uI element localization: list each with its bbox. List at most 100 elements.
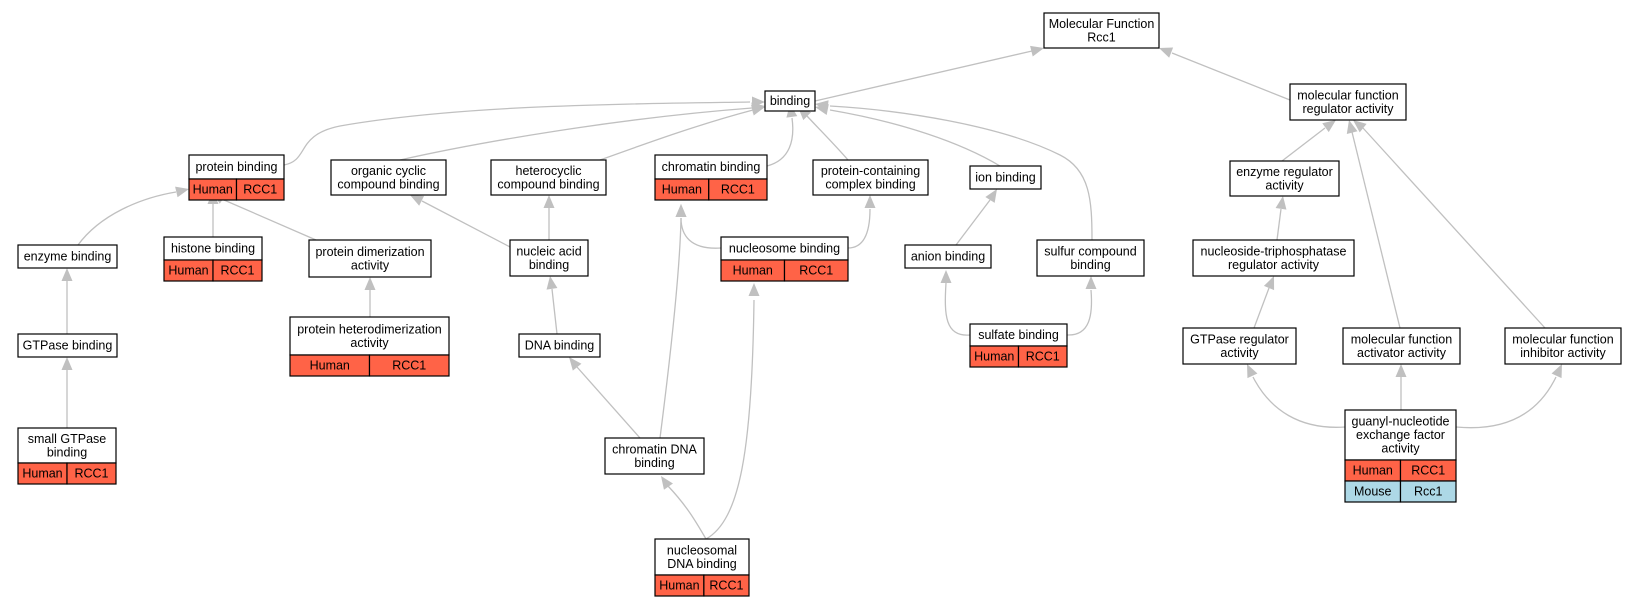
node-label-line: compound binding [337, 177, 439, 191]
node-label-line: heterocyclic [516, 164, 582, 178]
node-label-line: activity [1220, 346, 1259, 360]
arrowhead [675, 204, 687, 217]
node-label-line: organic cyclic [351, 164, 426, 178]
node-title-box [1229, 160, 1340, 197]
edge-nucleic_acid-to-organic_cyclic [410, 195, 513, 249]
node-label-line: enzyme regulator [1236, 165, 1333, 179]
arrowhead [569, 357, 582, 371]
node-label-line: nucleosomal [667, 543, 737, 557]
node-title-box [289, 316, 450, 356]
species-label: Human [168, 264, 208, 278]
arrowhead [1275, 196, 1287, 210]
arrowhead [1395, 364, 1407, 377]
arrowhead [543, 195, 555, 208]
node-anion-binding[interactable]: anion binding [904, 244, 992, 269]
node-enzyme-binding[interactable]: enzyme binding [17, 244, 118, 269]
edge-sulfur_compound-to-binding [815, 100, 1093, 241]
node-title-box [1043, 12, 1160, 49]
arrowhead [410, 195, 425, 206]
gene-cell [235, 178, 285, 201]
edge-ntpase_regulator-to-enzyme_regulator [1275, 196, 1287, 241]
species-label: Mouse [1354, 485, 1392, 499]
gene-label: RCC1 [243, 183, 277, 197]
node-label-line: protein-containing [821, 164, 920, 178]
node-title-box [490, 159, 607, 196]
node-title-box [654, 538, 750, 576]
edge-chromatin_dna-to-dna_binding [569, 357, 641, 439]
node-label-line: ion binding [975, 171, 1036, 185]
edge-binding-to-mf_rcc1 [814, 45, 1044, 102]
edge-anion_binding-to-ion_binding [955, 189, 997, 246]
edge-dna_binding-to-nucleic_acid [546, 276, 558, 335]
node-label-line: binding [47, 445, 87, 459]
node-label-line: activator activity [1357, 346, 1447, 360]
node-label-line: GTPase binding [23, 339, 113, 353]
species-row-human: Human RCC1 [188, 178, 285, 201]
node-label-line: nucleic acid [516, 244, 581, 258]
node-label-line: binding [634, 456, 674, 470]
edge-mf_inhibitor-to-mf_regulator [1353, 120, 1546, 329]
gene-label: RCC1 [1026, 350, 1060, 364]
species-label: Human [193, 183, 233, 197]
node-label-line: regulator activity [1302, 102, 1394, 116]
gene-label: RCC1 [721, 183, 755, 197]
node-dna-binding[interactable]: DNA binding [518, 333, 601, 358]
node-title-box [812, 159, 929, 196]
gene-label: RCC1 [1411, 464, 1445, 478]
node-label-line: exchange factor [1356, 428, 1445, 442]
edge-sulfate_binding-to-anion_binding [940, 270, 971, 336]
node-label-line: guanyl-nucleotide [1352, 415, 1450, 429]
node-label-line: activity [1265, 178, 1304, 192]
edge-guanyl_nucleotide-to-mf_inhibitor [1455, 364, 1562, 429]
edge-guanyl_nucleotide-to-mf_activator [1395, 364, 1407, 410]
edge-gtpase_regulator-to-ntpase_regulator [1253, 276, 1275, 329]
edge-chromatin_dna-to-chromatin_binding [659, 204, 687, 439]
species-label: Human [22, 467, 62, 481]
gene-cell [66, 462, 117, 485]
edge-small_gtpase-to-gtpase_binding [61, 357, 73, 428]
arrowhead [864, 195, 876, 208]
node-title-box [17, 244, 118, 269]
node-gtpase-binding[interactable]: GTPase binding [17, 333, 118, 358]
edge-guanyl_nucleotide-to-gtpase_regulator [1247, 364, 1346, 428]
edge-nucleic_acid-to-heterocyclic [543, 195, 555, 240]
node-title-box [1342, 327, 1461, 365]
arrowhead [1247, 364, 1258, 379]
node-title-box [969, 165, 1042, 190]
arrowhead [751, 104, 765, 116]
arrowhead [815, 100, 829, 112]
node-ion-binding[interactable]: ion binding [969, 165, 1042, 190]
edge-chromatin_binding-to-binding [766, 104, 798, 167]
node-title-box [764, 90, 816, 112]
node-label-line: compound binding [497, 177, 599, 191]
node-title-box [308, 239, 432, 278]
node-binding[interactable]: binding [764, 90, 816, 112]
